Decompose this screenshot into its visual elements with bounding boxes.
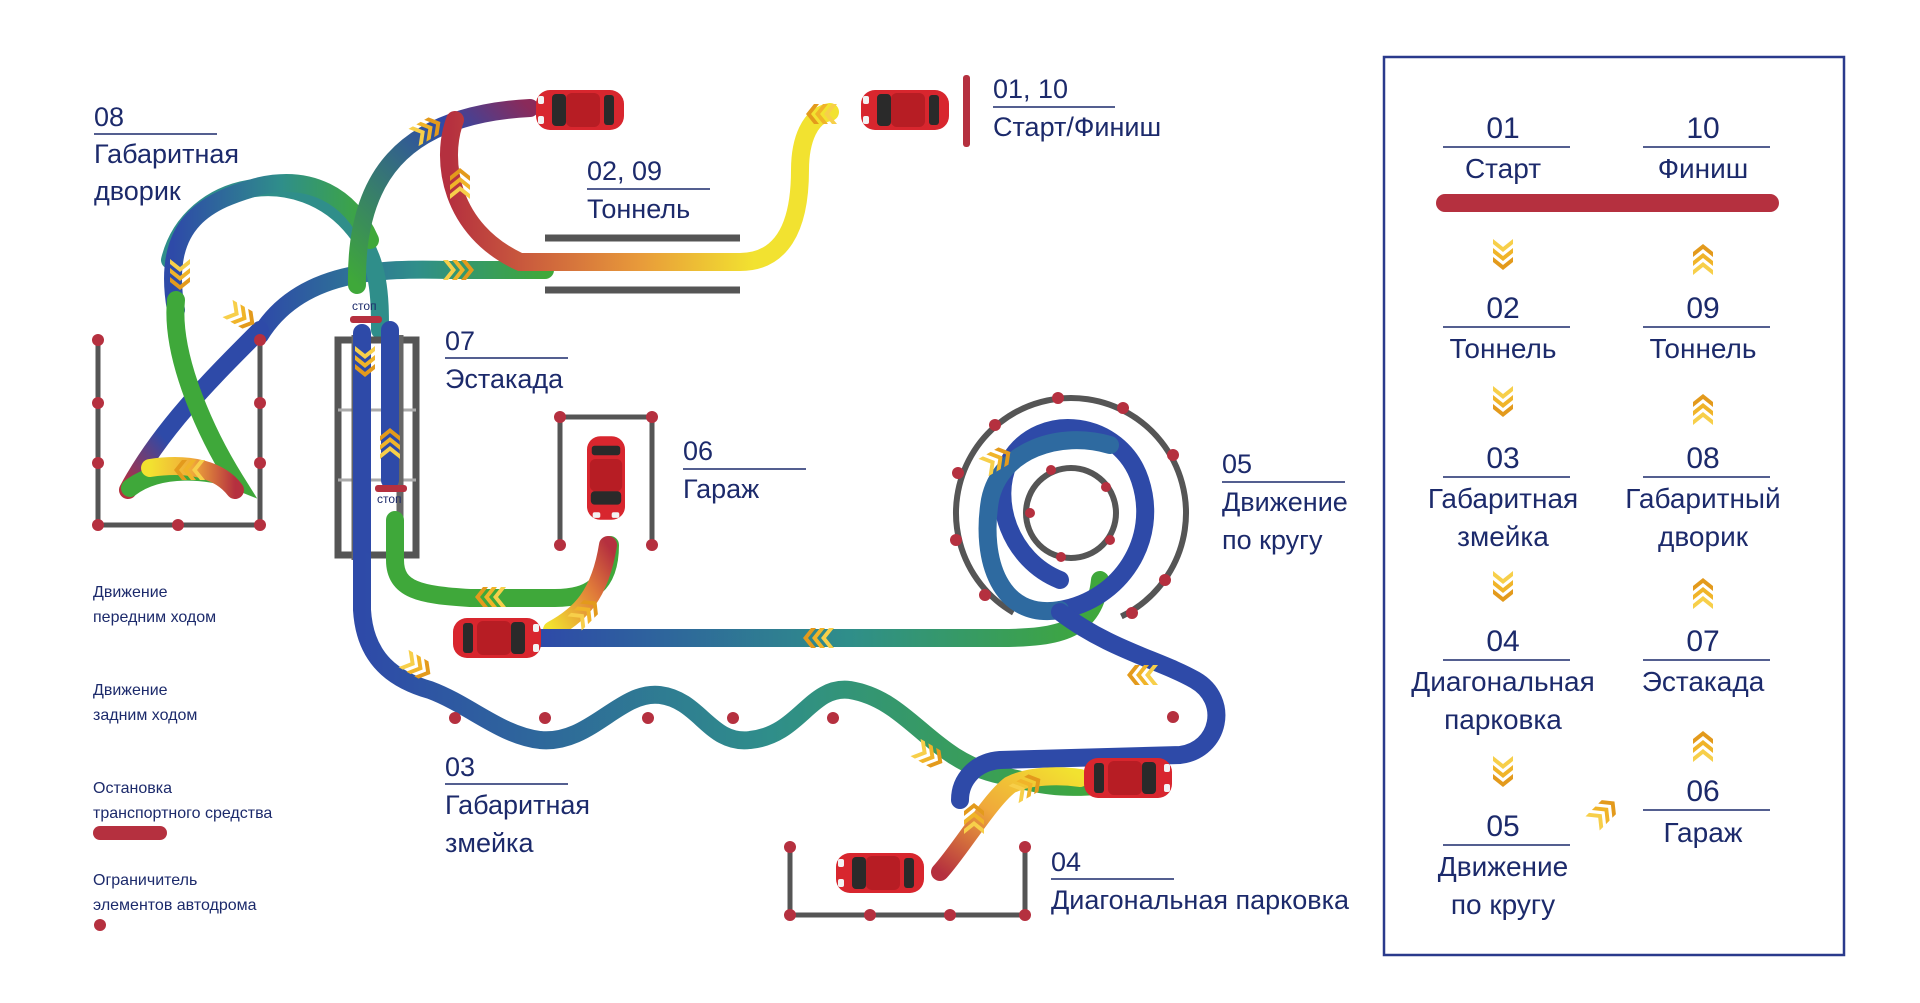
legend-reverse-line1: Движение xyxy=(93,682,168,699)
parking-number: 04 xyxy=(1051,847,1081,877)
circle-line1: Движение xyxy=(1222,487,1348,517)
label-estakada: 07 Эстакада xyxy=(445,326,568,394)
route-step-08-line1: Габаритный xyxy=(1625,483,1780,514)
label-start-finish: 01, 10 Старт/Финиш xyxy=(993,74,1161,142)
route-step-05-line2: по кругу xyxy=(1451,889,1555,920)
route-step-02-number: 02 xyxy=(1486,292,1519,325)
dvorik-line2: дворик xyxy=(94,176,181,206)
stop-label-top: стоп xyxy=(352,299,377,313)
legend-stop-line2: транспортного средства xyxy=(93,805,272,822)
zmeika-line1: Габаритная xyxy=(445,790,590,820)
route-step-03-line2: змейка xyxy=(1457,521,1549,552)
route-step-08-number: 08 xyxy=(1686,442,1719,475)
circle-line2: по кругу xyxy=(1222,525,1323,555)
route-step-01-number: 01 xyxy=(1486,112,1519,145)
estakada-text: Эстакада xyxy=(445,364,564,394)
label-tunnel: 02, 09 Тоннель xyxy=(587,156,710,224)
route-step-05-number: 05 xyxy=(1486,810,1519,843)
legend-limiter-swatch xyxy=(94,919,106,931)
garage-text: Гараж xyxy=(683,474,759,504)
route-step-07-number: 07 xyxy=(1686,625,1719,658)
tunnel-number: 02, 09 xyxy=(587,156,662,186)
route-step-06-text: Гараж xyxy=(1663,817,1742,848)
label-parking: 04 Диагональная парковка xyxy=(1051,847,1350,915)
route-step-03-number: 03 xyxy=(1486,442,1519,475)
label-zmeika: 03 Габаритная змейка xyxy=(445,752,590,858)
route-step-01-text: Старт xyxy=(1465,153,1541,184)
legend-limiter-line2: элементов автодрома xyxy=(93,897,257,914)
label-dvorik: 08 Габаритная дворик xyxy=(94,102,239,206)
limiter-dots xyxy=(92,334,1179,921)
dvorik-line1: Габаритная xyxy=(94,139,239,169)
route-step-06-number: 06 xyxy=(1686,775,1719,808)
stop-bar-top xyxy=(350,316,382,323)
zmeika-number: 03 xyxy=(445,752,475,782)
circle-number: 05 xyxy=(1222,449,1252,479)
route-arrow-05-to-06 xyxy=(1585,794,1622,831)
legend-limiter-line1: Ограничитель xyxy=(93,872,197,889)
tunnel-text: Тоннель xyxy=(587,194,690,224)
route-step-10-number: 10 xyxy=(1686,112,1719,145)
route-step-08-line2: дворик xyxy=(1658,521,1749,552)
garage-number: 06 xyxy=(683,436,713,466)
parking-text: Диагональная парковка xyxy=(1051,885,1350,915)
route-step-10-text: Финиш xyxy=(1658,153,1749,184)
dvorik-number: 08 xyxy=(94,102,124,132)
route-step-07-text: Эстакада xyxy=(1642,666,1765,697)
label-circle: 05 Движение по кругу xyxy=(1222,449,1348,555)
legend-reverse-line2: задним ходом xyxy=(93,707,197,724)
route-left-column: 01 Старт 02 Тоннель 03 Габаритная змейка… xyxy=(1411,112,1595,920)
zmeika-line2: змейка xyxy=(445,828,534,858)
route-step-09-number: 09 xyxy=(1686,292,1719,325)
stop-label-bottom: стоп xyxy=(377,492,402,506)
route-order-panel: 01 Старт 02 Тоннель 03 Габаритная змейка… xyxy=(1382,55,1846,957)
route-step-04-number: 04 xyxy=(1486,625,1519,658)
stop-bar-bottom xyxy=(375,485,407,492)
route-step-09-text: Тоннель xyxy=(1650,333,1757,364)
legend-stop-line1: Остановка xyxy=(93,780,172,797)
estakada-number: 07 xyxy=(445,326,475,356)
panel-border xyxy=(1382,55,1846,957)
route-step-04-line2: парковка xyxy=(1444,704,1562,735)
legend-forward-line1: Движение xyxy=(93,584,168,601)
route-step-04-line1: Диагональная xyxy=(1411,666,1595,697)
route-step-02-text: Тоннель xyxy=(1450,333,1557,364)
route-step-05-line1: Движение xyxy=(1438,851,1568,882)
label-garage: 06 Гараж xyxy=(683,436,806,504)
legend-forward-line2: передним ходом xyxy=(93,609,216,626)
start-finish-text: Старт/Финиш xyxy=(993,112,1161,142)
route-step-03-line1: Габаритная xyxy=(1428,483,1578,514)
legend: Движение передним ходом Движение задним … xyxy=(93,584,272,931)
start-finish-number: 01, 10 xyxy=(993,74,1068,104)
route-right-column: 10 Финиш 09 Тоннель 08 Габаритный дворик… xyxy=(1625,112,1780,848)
